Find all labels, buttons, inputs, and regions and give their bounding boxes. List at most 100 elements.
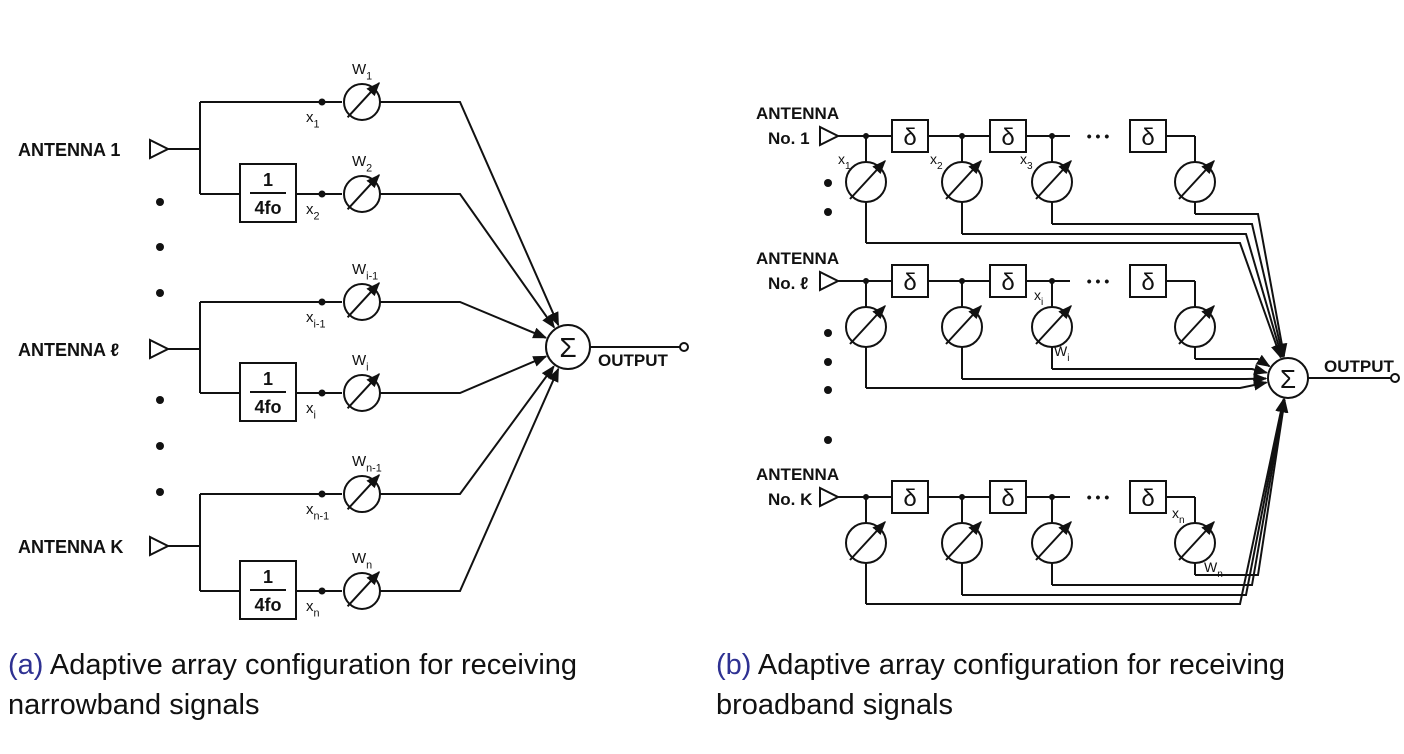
input-label: xi-1 [306,309,326,330]
input-label: x2 [306,201,320,222]
ellipsis-dot [824,386,832,394]
weight-arrow [945,159,982,200]
ellipsis-dot [156,198,164,206]
weight-icon [1031,159,1073,203]
weight-icon [845,520,887,564]
weight-arrow [1035,159,1072,200]
antenna-number: No. 1 [768,129,810,148]
delay-symbol: δ [903,124,916,151]
caption-a: (a) Adaptive array configuration for rec… [8,645,688,725]
antenna-label: ANTENNA [756,104,839,123]
weight-arrow [849,159,886,200]
weight-icon [343,571,381,610]
antenna-icon [819,125,841,147]
summer-symbol: Σ [1280,364,1296,394]
weight-to-sum [380,301,548,339]
ellipsis-dot [824,179,832,187]
weight-arrow [849,520,886,561]
weight-arrow [346,174,381,210]
delay-numerator: 1 [263,567,273,587]
weight-arrow [1178,159,1215,200]
antenna-label: ANTENNA 1 [18,140,120,160]
weight-to-sum [866,242,1282,359]
junction-dot [318,190,326,198]
weight-label: Wn-1 [352,453,382,474]
delay-symbol: δ [1141,485,1154,512]
antenna-icon [819,270,841,292]
weight-to-sum [866,379,1268,391]
delay-symbol: δ [903,269,916,296]
weight-icon [1031,520,1073,564]
delay-numerator: 1 [263,170,273,190]
ellipsis-dot [156,442,164,450]
caption-a-tag: (a) [8,649,44,681]
weight-arrow [945,520,982,561]
weight-icon [1174,159,1216,203]
weight-arrow [346,474,381,510]
weight-icon [1031,304,1073,348]
weight-arrow [1035,304,1072,345]
antenna-label: ANTENNA [756,249,839,268]
weight-icon [343,174,381,213]
weight-label: Wi-1 [352,261,378,282]
weight-to-sum [380,355,548,394]
tap-ellipsis: • • • [1087,128,1110,144]
ellipsis-dot [156,289,164,297]
input-label: xi [306,400,316,421]
tap-ellipsis: • • • [1087,273,1110,289]
weight-icon [845,159,887,203]
output-label: OUTPUT [598,351,669,370]
antenna-label: ANTENNA [756,465,839,484]
weight-label: Wn [352,550,372,571]
weight-icon [343,474,381,513]
weight-arrow [849,304,886,345]
weight-to-sum [380,367,560,592]
weight-label: Wi [352,352,369,373]
weight-arrow [945,304,982,345]
ellipsis-dot [156,396,164,404]
weight-icon [941,304,983,348]
delay-denominator: 4fo [255,595,282,615]
weight-to-sum [380,365,555,495]
weight-to-sum [380,101,560,327]
ellipsis-dot [824,329,832,337]
input-label: x1 [306,109,320,130]
ellipsis-dot [824,436,832,444]
delay-symbol: δ [1001,269,1014,296]
weight-icon [941,159,983,203]
input-label: xn-1 [306,501,329,522]
antenna-number: No. ℓ [768,274,808,293]
weight-to-sum [962,233,1284,359]
weight-icon [845,304,887,348]
junction-dot [318,98,326,106]
weight-icon [343,82,381,121]
junction-dot [318,490,326,498]
caption-b-text: Adaptive array configuration for receivi… [716,649,1286,721]
weight-to-sum [866,398,1287,605]
caption-b-tag: (b) [716,649,752,681]
weight-icon [1174,304,1216,348]
input-label: xn [306,598,320,619]
weight-label: W2 [352,153,372,174]
weight-icon [343,282,381,321]
ellipsis-dot [824,208,832,216]
weight-arrow [346,282,381,318]
delay-symbol: δ [1141,124,1154,151]
weight-label: Wn [1204,559,1223,580]
antenna-number: No. K [768,490,813,509]
tap-label: xn [1172,505,1185,526]
weight-arrow [1035,520,1072,561]
antenna-icon [819,486,841,508]
weight-label: W1 [352,61,372,82]
weight-icon [941,520,983,564]
caption-a-text: Adaptive array configuration for receivi… [8,649,578,721]
tap-label: x1 [838,151,851,172]
output-terminal [1390,373,1400,383]
output-label: OUTPUT [1324,357,1395,376]
ellipsis-dot [156,488,164,496]
tap-label: x2 [930,151,943,172]
delay-symbol: δ [903,485,916,512]
weight-arrow [346,82,381,118]
